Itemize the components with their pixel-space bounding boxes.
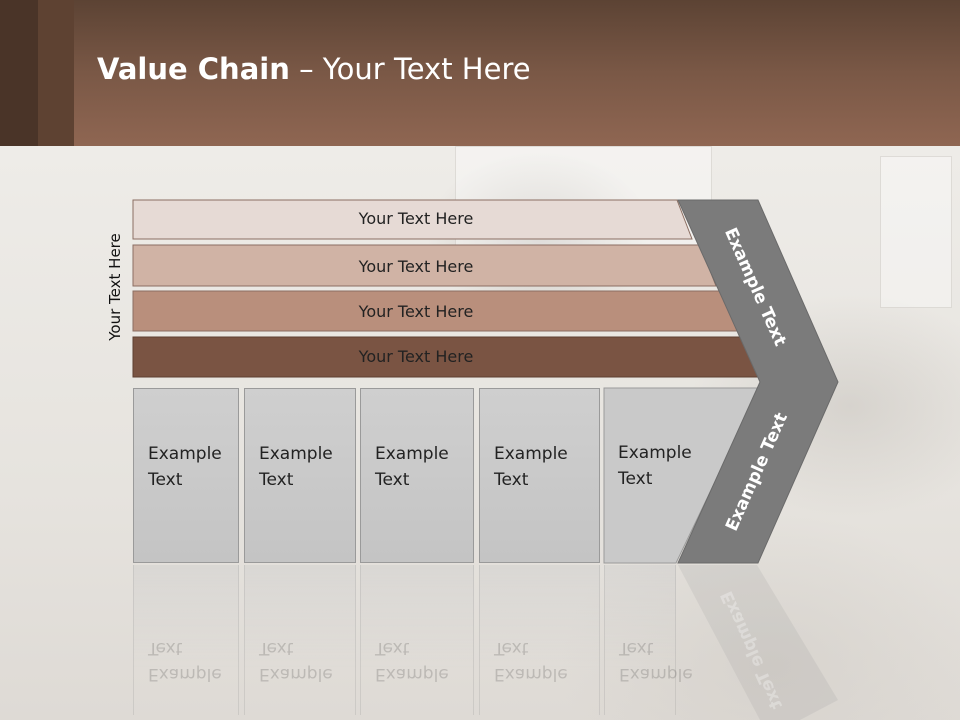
box-reflection: Example Text <box>479 565 600 715</box>
page-title: Value Chain – Your Text Here <box>97 52 531 86</box>
reflection-text: Example Text <box>259 638 333 684</box>
primary-box-label: Example Text <box>494 444 568 490</box>
support-bar-3-label: Your Text Here <box>358 302 474 321</box>
header-accent-strip <box>38 0 74 146</box>
background-window <box>880 156 952 308</box>
reflection-text: Example Text <box>148 638 222 684</box>
reflection-text: Example Text <box>375 638 449 684</box>
primary-box-1: Example Text <box>133 388 239 563</box>
box-reflection: Example Text <box>133 565 239 715</box>
primary-box-2: Example Text <box>244 388 356 563</box>
box-reflection: Example Text <box>244 565 356 715</box>
reflection-text: Example Text <box>494 638 568 684</box>
primary-box-3: Example Text <box>360 388 474 563</box>
support-bar-2-label: Your Text Here <box>358 257 474 276</box>
background-window <box>455 146 712 258</box>
box-reflection: Example Text <box>604 565 693 715</box>
primary-box-label: Example Text <box>259 444 333 490</box>
reflection-text: Example Text <box>619 638 693 684</box>
side-label: Your Text Here <box>106 233 124 341</box>
primary-box-label: Example Text <box>375 444 449 490</box>
support-bar-4-label: Your Text Here <box>358 347 474 366</box>
primary-box-5-label: Example Text <box>618 443 692 489</box>
support-bar-1-label: Your Text Here <box>358 209 474 228</box>
primary-box-4: Example Text <box>479 388 600 563</box>
primary-box-label: Example Text <box>148 444 222 490</box>
box-reflection: Example Text <box>360 565 474 715</box>
header-accent-strip <box>0 0 38 146</box>
title-bar: Value Chain – Your Text Here <box>0 0 960 146</box>
